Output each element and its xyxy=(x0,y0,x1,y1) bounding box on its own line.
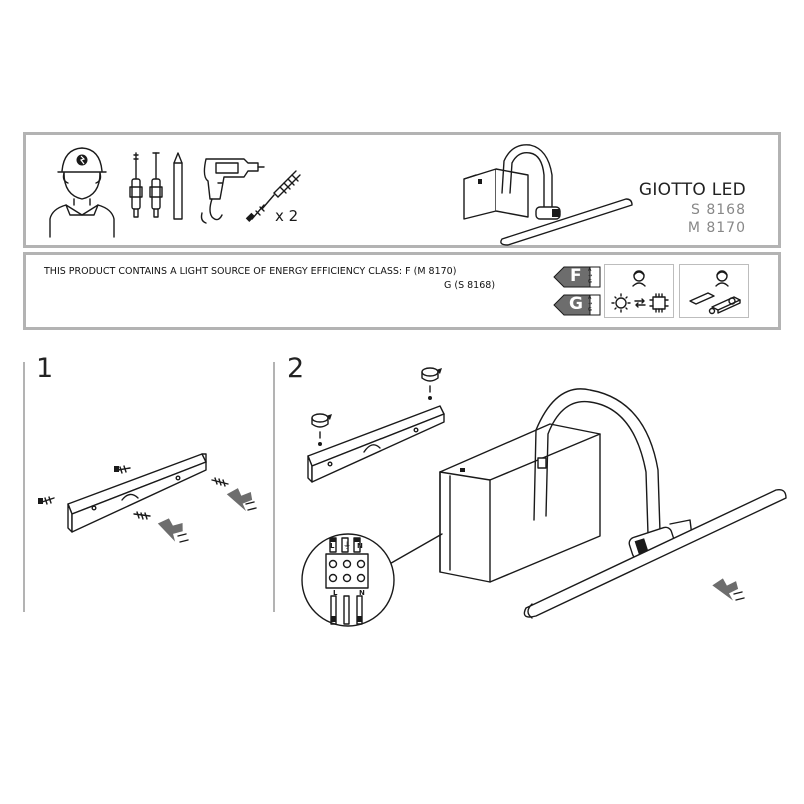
step2-number: 2 xyxy=(287,353,305,384)
energy-scale-g: A→G xyxy=(588,295,593,313)
energy-label-g-icon xyxy=(553,294,601,316)
terminal-label-earth: ⏚ xyxy=(343,541,351,550)
energy-label-f: F xyxy=(570,266,582,286)
step1-bracket-illustration xyxy=(38,453,257,543)
rotate-icon-2 xyxy=(311,413,332,446)
terminal-label-n: N xyxy=(357,542,363,550)
screws-count: x 2 xyxy=(275,207,299,225)
header-panel: x 2 GIOTTO LED S 8168 M 8170 xyxy=(23,132,781,248)
terminal-label-n-bottom: N xyxy=(359,589,365,597)
swap-arrows-icon xyxy=(634,298,646,308)
step1-divider xyxy=(23,362,25,612)
screwdriver-icon xyxy=(129,152,183,220)
energy-label-f-icon xyxy=(553,266,601,288)
rotate-icon xyxy=(421,367,442,400)
energy-label-g: G xyxy=(569,294,583,314)
control-gear-box xyxy=(679,264,749,318)
driver-unit-icon xyxy=(689,292,741,315)
led-replace-box xyxy=(604,264,674,318)
installer-helmet-icon xyxy=(49,147,115,238)
terminal-label-l: L xyxy=(330,542,335,550)
energy-info-panel: THIS PRODUCT CONTAINS A LIGHT SOURCE OF … xyxy=(23,252,781,330)
energy-scale-f: A→G xyxy=(588,267,593,285)
light-source-icon xyxy=(611,293,631,313)
technician-icon-2 xyxy=(715,270,729,287)
step2-divider xyxy=(273,362,275,612)
product-code-s: S 8168 xyxy=(691,202,746,218)
lamp-product-illustration xyxy=(463,144,633,246)
drill-icon xyxy=(200,158,265,224)
terminal-block-callout xyxy=(301,533,395,627)
wall-plug-icon xyxy=(245,170,301,222)
terminal-label-l-bottom: L xyxy=(333,589,338,597)
product-name: GIOTTO LED xyxy=(638,180,746,200)
led-chip-icon xyxy=(649,293,669,313)
step1-number: 1 xyxy=(36,353,54,384)
product-code-m: M 8170 xyxy=(687,220,746,236)
technician-icon xyxy=(632,270,646,287)
energy-class-text-2: G (S 8168) xyxy=(444,280,496,291)
energy-class-text: THIS PRODUCT CONTAINS A LIGHT SOURCE OF … xyxy=(44,266,457,277)
step2-assembly-illustration xyxy=(307,367,787,619)
